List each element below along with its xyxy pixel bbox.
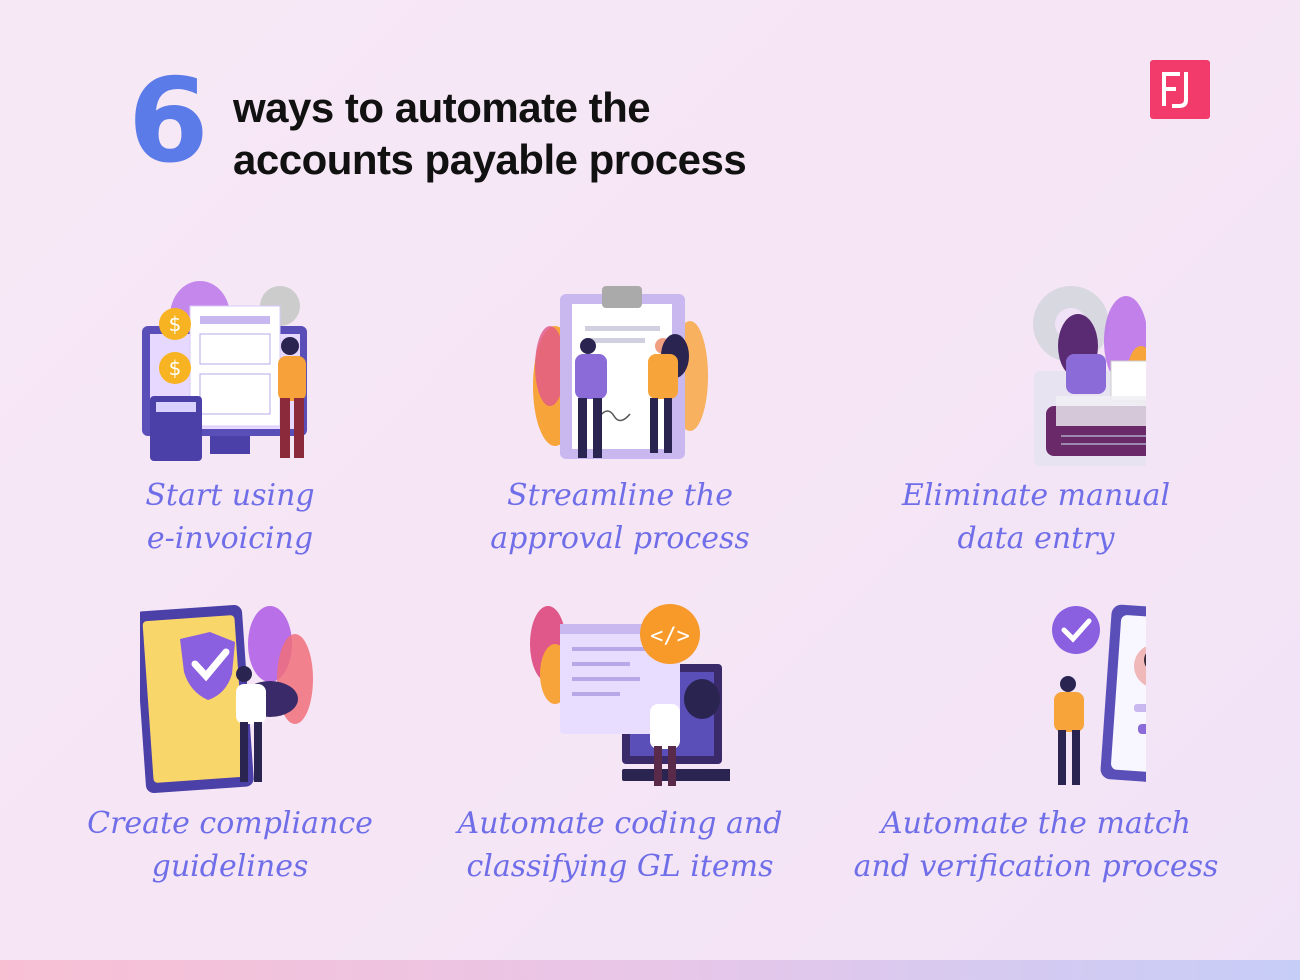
data-entry-illustration bbox=[1033, 286, 1146, 466]
way-label-2-line-1: Streamline the bbox=[507, 478, 733, 513]
id-verification-phone-illustration bbox=[1052, 604, 1146, 787]
way-label-3-line-1: Eliminate manual bbox=[901, 478, 1171, 513]
invoice-monitor-illustration: $ $ bbox=[142, 281, 307, 461]
clipboard-approval-illustration bbox=[533, 286, 708, 459]
way-label-2-line-2: approval process bbox=[490, 521, 750, 556]
way-label-1-line-2: e-invoicing bbox=[146, 521, 314, 556]
page-title: ways to automate the accounts payable pr… bbox=[233, 82, 747, 186]
way-card-1: $ $ Start using e-invoicing bbox=[40, 276, 420, 606]
svg-text:$: $ bbox=[169, 356, 182, 380]
big-number: 6 bbox=[128, 54, 209, 189]
way-label-1-line-1: Start using bbox=[145, 478, 315, 513]
way-label-4-line-2: guidelines bbox=[151, 849, 309, 884]
svg-text:$: $ bbox=[169, 312, 182, 336]
brand-logo-icon bbox=[1150, 60, 1210, 119]
way-card-4: Create compliance guidelines bbox=[40, 604, 420, 934]
way-label-5-line-2: classifying GL items bbox=[466, 849, 774, 884]
way-card-3: Eliminate manual data entry bbox=[846, 276, 1226, 606]
way-label-6-line-2: and verification process bbox=[853, 849, 1219, 884]
shield-check-tablet-illustration bbox=[140, 604, 313, 794]
title-line-2: accounts payable process bbox=[233, 136, 747, 183]
bottom-gradient-bar bbox=[0, 960, 1300, 980]
way-label-5-line-1: Automate coding and bbox=[457, 806, 783, 841]
way-label-3-line-2: data entry bbox=[957, 521, 1115, 556]
code-laptop-illustration: </> bbox=[530, 604, 730, 786]
way-card-6: Automate the match and verification proc… bbox=[846, 604, 1226, 934]
way-label-6-line-1: Automate the match bbox=[881, 806, 1191, 841]
svg-text:</>: </> bbox=[650, 624, 690, 649]
title-line-1: ways to automate the bbox=[233, 84, 651, 131]
way-label-4-line-1: Create compliance bbox=[87, 806, 373, 841]
way-card-5: </> Automate coding and classifying GL i… bbox=[430, 604, 810, 934]
way-card-2: Streamline the approval process bbox=[430, 276, 810, 606]
